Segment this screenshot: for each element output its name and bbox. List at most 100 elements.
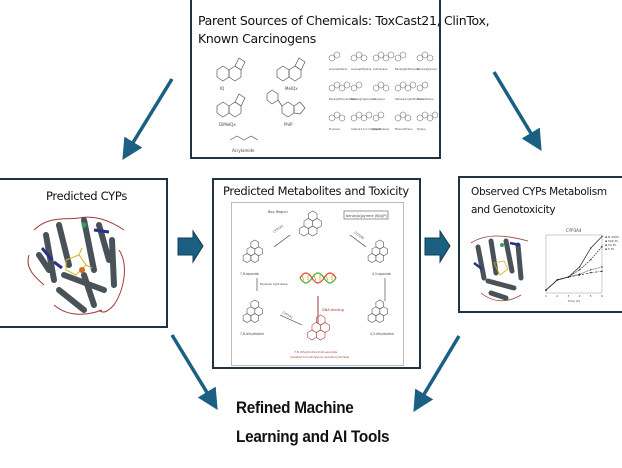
pah-label: Indeno[1,2,3-cd]pyrene — [351, 127, 381, 131]
observed-cyps-box: Observed CYPs Metabolism and Genotoxicit… — [458, 176, 622, 313]
molecule-dimeiqx — [216, 93, 246, 118]
label-phip: PhIP — [284, 122, 293, 127]
chart-data-point — [601, 235, 603, 238]
pah-structure — [394, 81, 417, 92]
pah-label: Benzo[b]fluoranthene — [329, 97, 357, 101]
pah-structure — [372, 111, 385, 122]
pah-structure — [328, 51, 341, 62]
chart-data-point — [601, 266, 603, 268]
pah-structure — [416, 111, 439, 122]
chart-xlabel: time (h) — [568, 299, 580, 303]
chart-legend-entry: ▪ N 2000 — [605, 235, 619, 239]
chemical-structures: IQ MeIQx DiMeIQx PhIP Acrylamide Acenaph… — [216, 51, 439, 153]
chart-legend-entry: ▪ 5 PL — [605, 247, 615, 251]
predicted-cyps-title: Predicted CYPs — [46, 189, 128, 203]
benzo-a-pyrene-structure — [299, 210, 322, 237]
parent-sources-box: Parent Sources of Chemicals: ToxCast21, … — [190, 0, 490, 159]
chart-data-point — [567, 276, 570, 278]
pathway-svg: benzo[a]pyrene (B[a]P) Bay Region CYP1A1… — [240, 210, 394, 359]
metabolite-label-4: 4,5-dihydrodiol — [370, 332, 394, 336]
block-arrow-left-to-middle — [177, 229, 204, 264]
pah-label: Benzo[ghi]perylene — [351, 97, 376, 101]
chart-series-line — [545, 246, 603, 291]
refined-ml-ai-tools-line1: Refined Machine — [236, 398, 354, 417]
molecule-acrylamide — [229, 135, 259, 141]
benzo-a-pyrene-structure — [307, 314, 330, 341]
chart-data-point — [578, 274, 581, 276]
observed-cyps-title-line2: and Genotoxicity — [471, 204, 556, 216]
pah-label: Anthracene — [373, 67, 388, 71]
metabolism-pathway-figure: benzo[a]pyrene (B[a]P) Bay Region CYP1A1… — [231, 202, 404, 366]
protein-helices — [36, 217, 117, 313]
ligand-atom-green — [81, 222, 87, 228]
molecule-iq — [216, 57, 246, 82]
metabolite-label-3: 7,8-dihydrodiol — [240, 332, 264, 336]
arrow-right-to-bottom — [413, 335, 461, 413]
arrow-left-to-bottom — [170, 334, 218, 410]
predicted-cyps-box: Predicted CYPs — [0, 178, 168, 328]
pah-label: Fluorene — [329, 127, 340, 131]
pah-structure — [328, 111, 346, 122]
bay-region-label: Bay Region — [268, 210, 288, 214]
predicted-metabolites-box: Predicted Metabolites and Toxicity benzo… — [212, 178, 421, 369]
pah-structure — [416, 51, 434, 62]
chart-x-tick: 6 — [601, 294, 603, 298]
pah-structure — [416, 81, 429, 92]
pah-label: Dibenz[a,h]anthracene — [395, 97, 424, 101]
pah-label: Phenanthrene — [395, 127, 413, 131]
observed-cyps-title-line1: Observed CYPs Metabolism — [471, 186, 607, 198]
chart-x-tick: 1 — [545, 294, 547, 298]
pah-structure — [394, 51, 407, 62]
chart-data-point — [590, 269, 592, 271]
enzyme-label-3: Epoxide hydrolase — [260, 282, 288, 286]
chart-x-tick: 3 — [567, 294, 569, 298]
dna-binding-label: DNA binding — [322, 308, 344, 312]
arrow-top-to-left — [122, 78, 174, 160]
dna-helix-icon — [299, 272, 337, 284]
chart-legend-entry: ▪ 500 PL — [605, 239, 618, 243]
pah-structures — [328, 51, 439, 122]
pah-structure — [394, 111, 412, 122]
chart-data-point — [601, 270, 603, 272]
pah-label: Acenaphthene — [329, 67, 348, 71]
pah-label: Benzo[a]pyrene — [417, 67, 437, 71]
chart-x-tick: 5 — [590, 294, 592, 298]
observed-protein-image — [470, 235, 529, 302]
parent-sources-title-line2: Known Carcinogens — [198, 31, 317, 46]
arrow-top-to-right — [492, 71, 542, 151]
chart-series-line — [545, 270, 603, 291]
chart-data-point — [590, 258, 592, 261]
pah-structure — [372, 81, 390, 92]
benzo-a-pyrene-structure — [242, 299, 263, 323]
pah-structure — [372, 51, 395, 62]
cyp-protein-image — [27, 216, 125, 315]
pah-label: Fluoranthene — [417, 97, 434, 101]
label-acrylamide: Acrylamide — [232, 148, 255, 153]
toxic-metabolite-note: (resistant to hydrolysis by epoxide hydr… — [290, 355, 349, 359]
block-arrow-middle-to-right — [424, 229, 451, 264]
pah-label: Naphthalene — [373, 127, 389, 131]
toxic-metabolite-name: 7,8-dihydrodiol-9,10-epoxide — [294, 350, 337, 354]
predicted-metabolites-title: Predicted Metabolites and Toxicity — [223, 184, 409, 198]
molecule-meiqx — [276, 57, 306, 82]
parent-compound-label: benzo[a]pyrene (B[a]P) — [346, 214, 387, 218]
label-dimeiqx: DiMeIQx — [219, 122, 236, 127]
pah-structure — [328, 81, 351, 92]
chart-legend-entry: ▪ 50 PL — [605, 243, 617, 247]
metabolite-label-2: 4,5-epoxide — [372, 272, 391, 276]
protein-loops — [27, 216, 125, 315]
benzo-a-pyrene-structure — [367, 299, 388, 323]
chart-title: CYP3A4 — [566, 228, 582, 233]
label-iq: IQ — [220, 86, 224, 91]
chart-data-point — [590, 247, 592, 249]
chart-plot-area — [545, 234, 603, 294]
benzo-a-pyrene-structure — [367, 239, 388, 263]
heterocyclic-amines — [216, 57, 306, 141]
parent-sources-title-line1: Parent Sources of Chemicals: ToxCast21, … — [198, 13, 490, 28]
label-meiqx: MeIQx — [285, 86, 298, 91]
enzyme-label-4: CYP1A1 — [282, 310, 294, 319]
pah-structure — [350, 51, 368, 62]
chart-data-point — [545, 289, 547, 291]
chart-data-point — [556, 279, 558, 281]
